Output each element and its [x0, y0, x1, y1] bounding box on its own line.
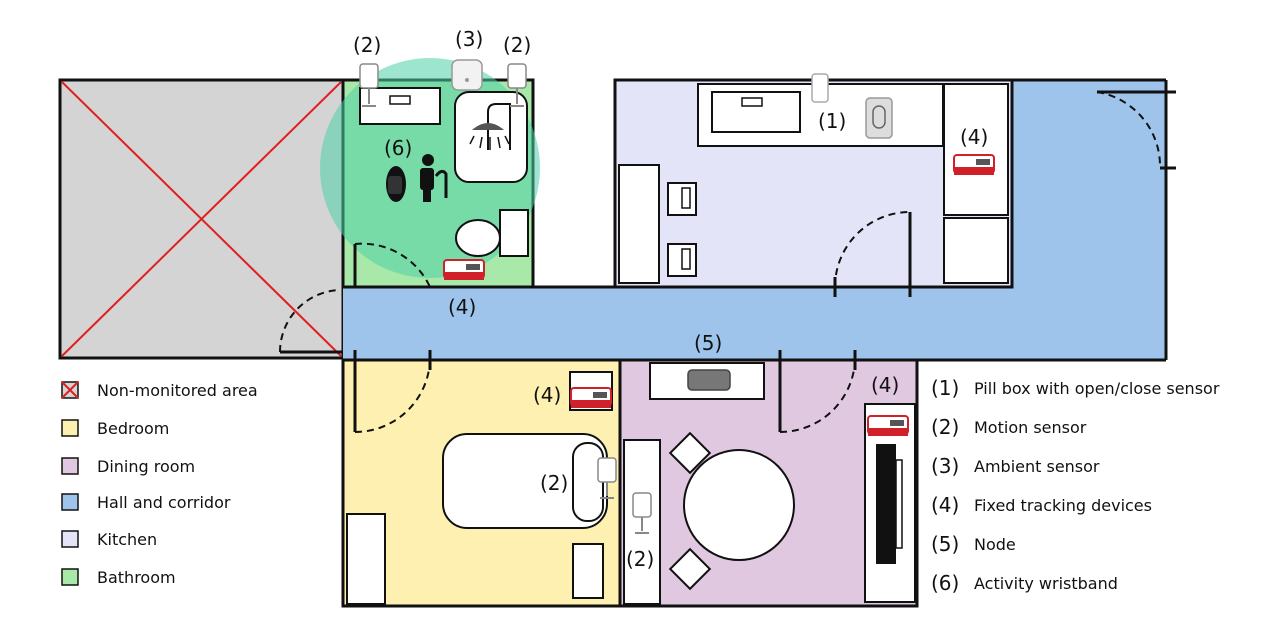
pill-box-icon — [865, 97, 893, 139]
label-bath-wristband: (6) — [384, 136, 412, 160]
legend-device-num: (3) — [931, 454, 959, 478]
legend-device-label: Pill box with open/close sensor — [974, 379, 1220, 398]
legend-swatch-kitchen — [61, 530, 79, 548]
legend-device-num: (2) — [931, 415, 959, 439]
legend-area-label: Hall and corridor — [97, 493, 231, 512]
chair-icon — [668, 431, 712, 475]
motion-sensor-icon — [507, 63, 527, 107]
node-icon — [687, 369, 731, 391]
person-with-cane-icon — [420, 154, 448, 202]
label-corridor-tracker: (4) — [448, 295, 476, 319]
legend-area-label: Non-monitored area — [97, 381, 258, 400]
legend-device-num: (5) — [931, 532, 959, 556]
tv-unit — [876, 444, 896, 564]
label-dining-tracker: (4) — [871, 373, 899, 397]
area-legend: Non-monitored area Bedroom Dining room H… — [61, 381, 258, 587]
legend-device-num: (4) — [931, 493, 959, 517]
legend-area-label: Bedroom — [97, 419, 169, 438]
label-node: (5) — [694, 331, 722, 355]
legend-device-label: Motion sensor — [974, 418, 1087, 437]
legend-area-label: Dining room — [97, 457, 195, 476]
motion-sensor-icon — [632, 492, 652, 534]
label-bath-motion-left: (2) — [353, 33, 381, 57]
legend-device-num: (6) — [931, 571, 959, 595]
legend-swatch-bedroom — [61, 419, 79, 437]
dining-table-icon — [683, 449, 795, 561]
legend-device-label: Ambient sensor — [974, 457, 1100, 476]
bathroom — [320, 58, 540, 289]
label-bedroom-tracker: (4) — [533, 383, 561, 407]
dining-room — [618, 350, 919, 608]
device-legend: (1) Pill box with open/close sensor (2) … — [931, 376, 1220, 595]
tracker-device-icon — [443, 259, 485, 280]
label-dining-motion: (2) — [626, 547, 654, 571]
legend-device-label: Fixed tracking devices — [974, 496, 1152, 515]
label-bath-ambient: (3) — [455, 27, 483, 51]
motion-sensor-icon — [359, 63, 379, 107]
tracker-device-icon — [867, 415, 909, 436]
tracker-device-icon — [953, 154, 995, 175]
label-bath-motion-right: (2) — [503, 33, 531, 57]
tracker-device-icon — [570, 387, 612, 408]
non-monitored-area — [58, 78, 345, 360]
legend-area-label: Kitchen — [97, 530, 157, 549]
legend-swatch-dining — [61, 457, 79, 475]
legend-swatch-bathroom — [61, 568, 79, 586]
label-kitchen-pillbox: (1) — [818, 109, 846, 133]
legend-area-label: Bathroom — [97, 568, 176, 587]
legend-device-num: (1) — [931, 376, 959, 400]
legend-device-label: Activity wristband — [974, 574, 1118, 593]
kitchen — [613, 73, 1014, 297]
tracking-devices — [443, 154, 995, 436]
label-kitchen-tracker: (4) — [960, 125, 988, 149]
pillbox-sensor-icon — [811, 73, 829, 103]
table — [618, 164, 660, 284]
chair-icon — [668, 547, 712, 591]
legend-device-label: Node — [974, 535, 1016, 554]
label-bedroom-motion: (2) — [540, 471, 568, 495]
toilet-icon — [455, 219, 501, 257]
motion-sensor-icon — [597, 457, 617, 499]
activity-wristband-icon — [386, 166, 406, 202]
legend-swatch-hall — [61, 493, 79, 511]
ambient-sensor-icon — [451, 59, 483, 91]
